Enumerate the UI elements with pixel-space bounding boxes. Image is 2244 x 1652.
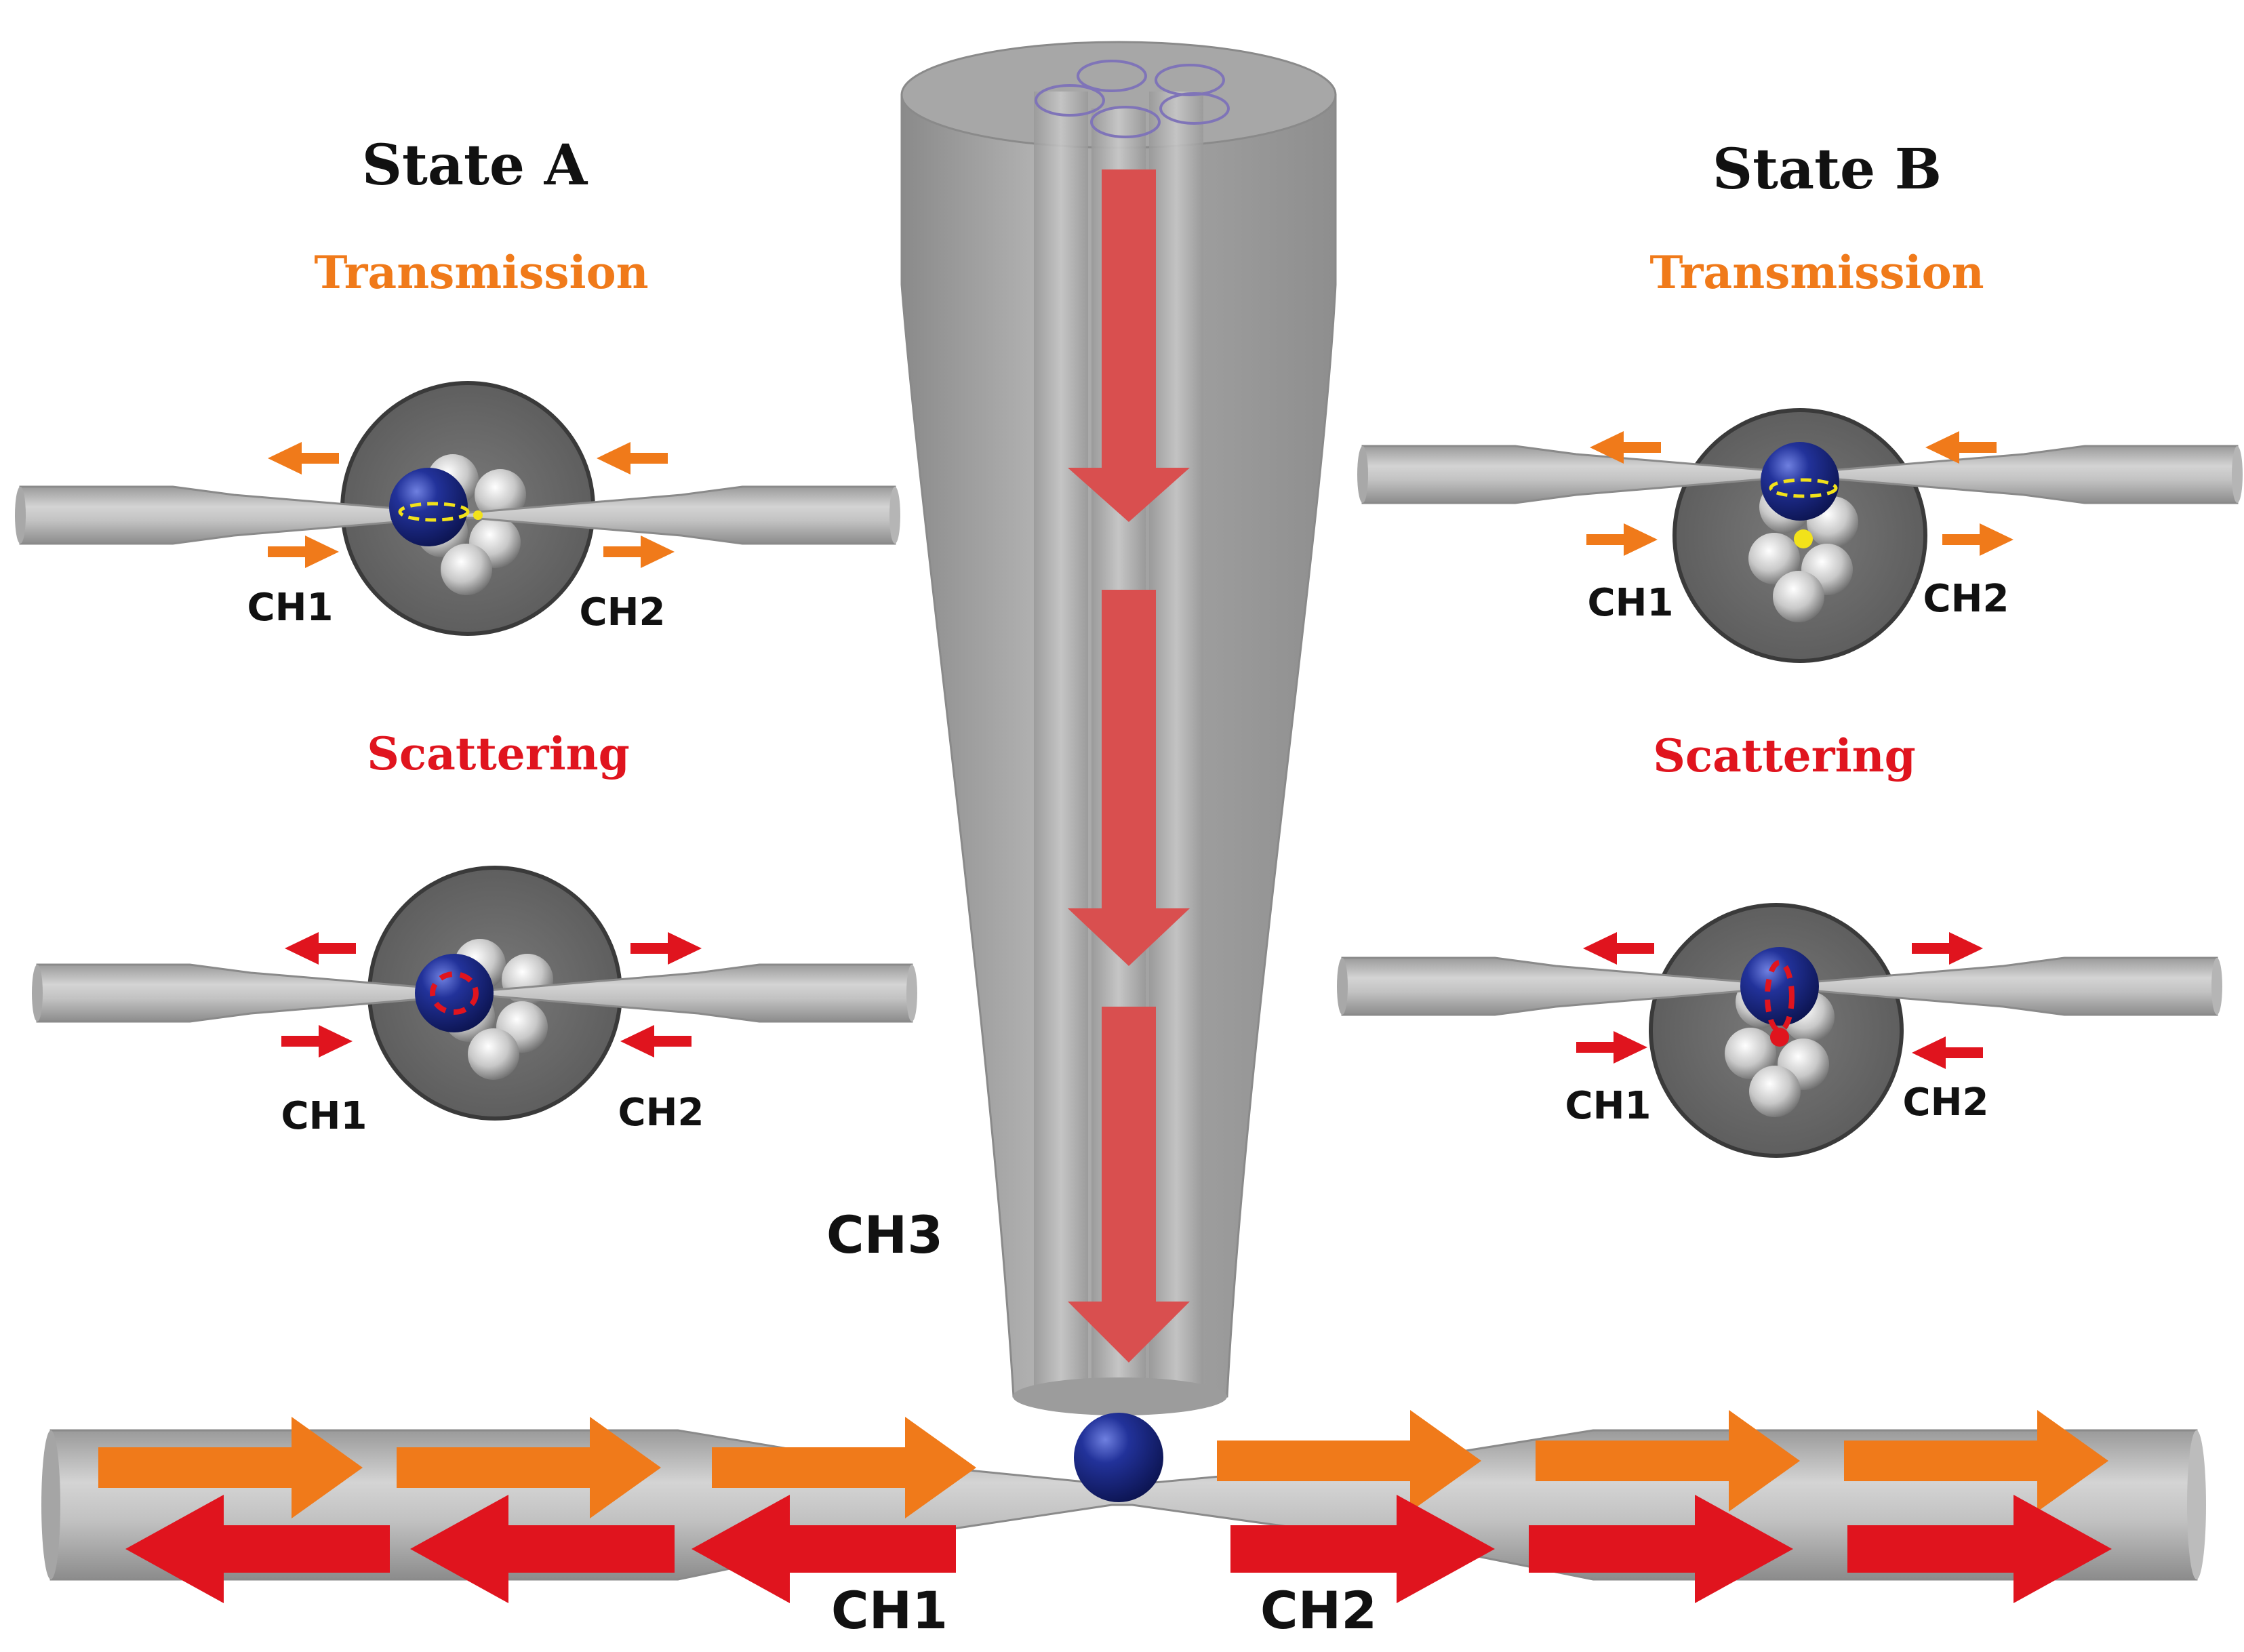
state-b-transmission-cell xyxy=(1356,408,2244,663)
microsphere xyxy=(1074,1413,1163,1502)
state-a-transmission-label: Transmission xyxy=(314,246,648,299)
state-a-transmission-ch2: CH2 xyxy=(580,590,666,634)
sphere-a-t xyxy=(389,468,468,546)
state-a-transmission-cell xyxy=(14,381,902,636)
probe-arrows xyxy=(1068,169,1190,1363)
state-b-transmission-label: Transmission xyxy=(1649,246,1984,299)
sphere-b-s xyxy=(1740,947,1819,1026)
scattering-arrows-main xyxy=(125,1495,2112,1603)
sphere-a-s xyxy=(415,954,494,1032)
state-a-scattering-cell xyxy=(31,866,919,1121)
probe-arrow-1 xyxy=(1068,169,1190,522)
state-b-scattering-ch1: CH1 xyxy=(1565,1084,1651,1128)
state-b-transmission-ch2: CH2 xyxy=(1923,577,2009,621)
probe-arrow-2 xyxy=(1068,590,1190,966)
probe-arrow-3 xyxy=(1068,1007,1190,1363)
state-a-scattering-ch2: CH2 xyxy=(618,1091,704,1135)
state-b-title: State B xyxy=(1712,137,1942,202)
main-ch1-label: CH1 xyxy=(831,1580,948,1640)
sphere-b-t xyxy=(1761,442,1839,521)
state-a-title: State A xyxy=(362,133,588,198)
state-b-scattering-cell xyxy=(1336,903,2224,1158)
transmission-arrows-main xyxy=(98,1410,2108,1518)
state-b-scattering-ch2: CH2 xyxy=(1903,1081,1989,1125)
state-a-transmission-ch1: CH1 xyxy=(247,586,334,630)
state-a-scattering-ch1: CH1 xyxy=(281,1094,367,1138)
state-b-scattering-label: Scattering xyxy=(1653,729,1916,782)
main-ch2-label: CH2 xyxy=(1260,1580,1377,1640)
main-ch3-label: CH3 xyxy=(826,1205,943,1265)
state-a-scattering-label: Scattering xyxy=(367,727,630,780)
state-b-transmission-ch1: CH1 xyxy=(1588,581,1674,625)
